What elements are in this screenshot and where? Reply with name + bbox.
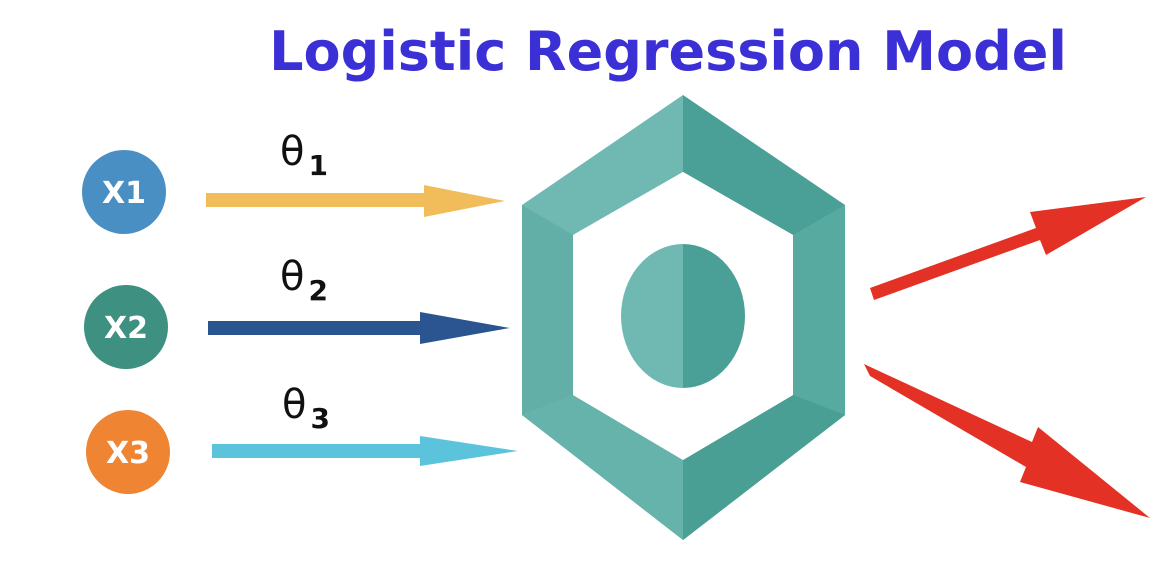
input-node-x3 xyxy=(86,410,170,494)
weight-arrow-1 xyxy=(206,185,505,217)
diagram-title: Logistic Regression Model xyxy=(269,20,1067,83)
input-row-3: X3 θ 3 xyxy=(86,382,518,494)
input-row-1: X1 θ 1 xyxy=(82,129,505,234)
model-hexagon-icon xyxy=(522,95,845,540)
weight-label-theta-1: θ 1 xyxy=(280,129,328,182)
weight-arrow-2 xyxy=(208,312,510,344)
weight-label-theta-2: θ 2 xyxy=(280,254,328,307)
output-arrow-down xyxy=(864,364,1150,518)
input-node-x2 xyxy=(84,285,168,369)
input-node-label: X1 xyxy=(102,176,146,211)
weight-label-theta-3: θ 3 xyxy=(282,382,330,435)
output-arrow-up xyxy=(870,197,1146,300)
input-row-2: X2 θ 2 xyxy=(84,254,510,369)
input-node-label: X2 xyxy=(104,311,148,346)
input-node-x1 xyxy=(82,150,166,234)
weight-arrow-3 xyxy=(212,436,518,466)
input-node-label: X3 xyxy=(106,436,150,471)
